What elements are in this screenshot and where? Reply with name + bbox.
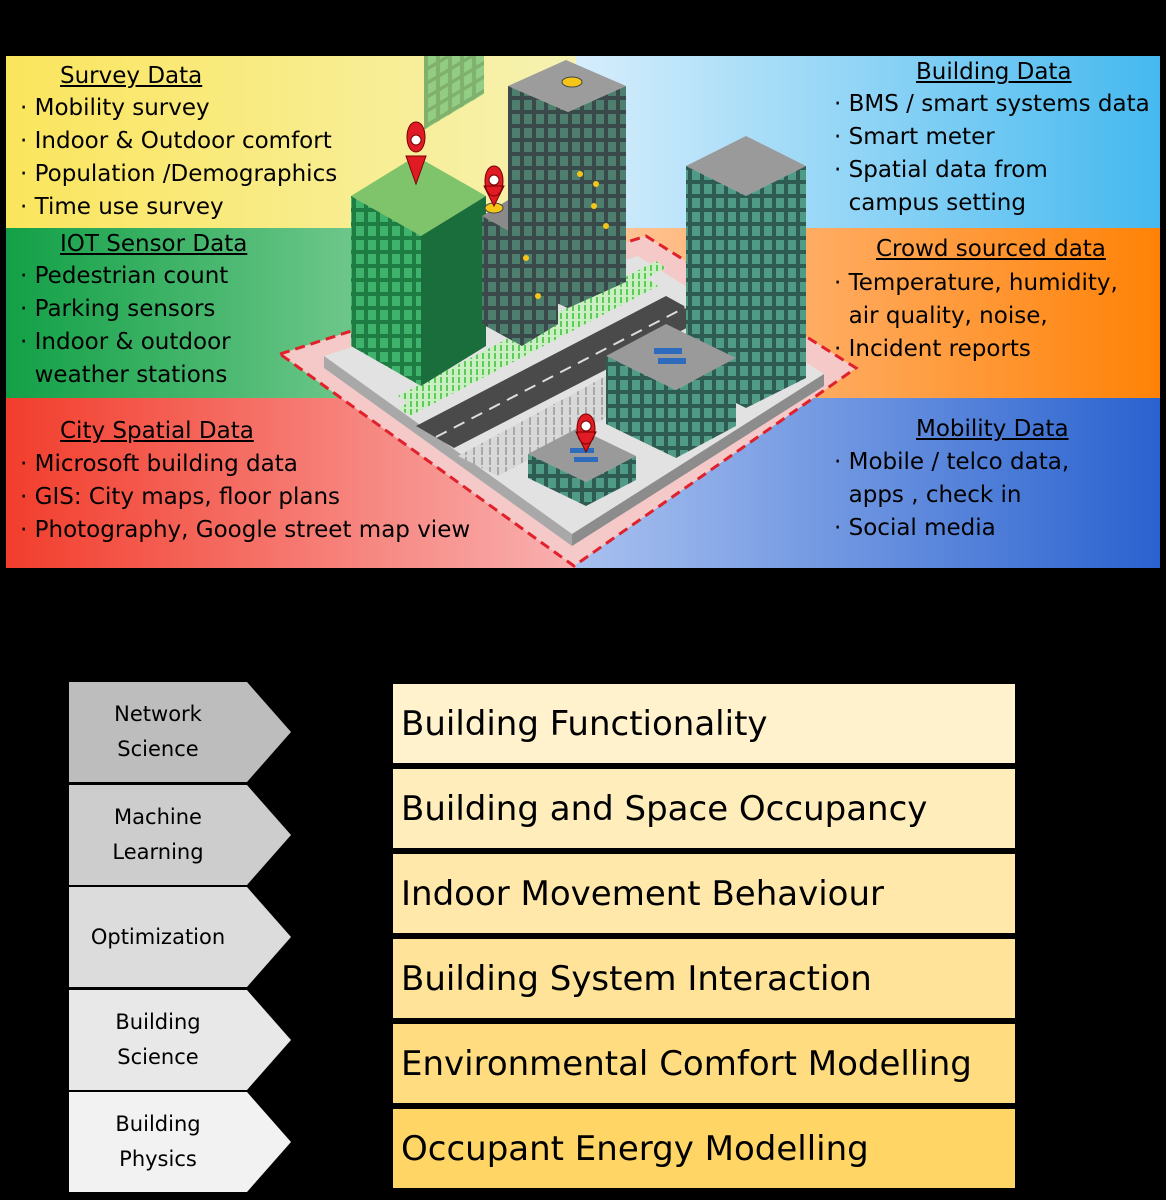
survey-data-title: Survey Data <box>60 63 203 89</box>
low-right-building <box>606 324 736 458</box>
list-item: · Microsoft building data <box>20 451 298 477</box>
chevron-shape <box>69 887 291 987</box>
method-label: Machine Learning <box>112 805 204 864</box>
green-strip <box>398 278 658 416</box>
application-bar: Indoor Movement Behaviour <box>393 854 1015 933</box>
parking-area <box>458 376 646 476</box>
list-item: weather stations <box>20 362 228 388</box>
iot-data-list: · Pedestrian count · Parking sensors · I… <box>20 260 231 392</box>
city-data-list: · Microsoft building data · GIS: City ma… <box>20 448 470 547</box>
mobility-data-list: · Mobile / telco data, apps , check in ·… <box>834 446 1069 545</box>
method-label: Network Science <box>114 702 202 761</box>
list-item: · Indoor & Outdoor comfort <box>20 128 332 154</box>
front-building <box>528 428 636 506</box>
list-item: · Parking sensors <box>20 296 216 322</box>
chevron-shape <box>69 990 291 1090</box>
city-block-illustration <box>276 56 859 568</box>
list-item: · Temperature, humidity, <box>834 270 1118 296</box>
crowd-data-title: Crowd sourced data <box>876 236 1106 262</box>
data-sources-panel: Survey Data · Mobility survey · Indoor &… <box>6 56 1160 568</box>
list-item: · Social media <box>834 515 996 541</box>
chevron-shape <box>69 785 291 885</box>
location-pin-icon <box>405 121 427 186</box>
method-label: Optimization <box>90 924 226 949</box>
list-item: apps , check in <box>834 482 1022 508</box>
list-item: · BMS / smart systems data <box>834 91 1150 117</box>
method-chevron: Network Science <box>69 682 292 782</box>
tall-tower <box>508 60 626 308</box>
crowd-data-list: · Temperature, humidity, air quality, no… <box>834 267 1118 366</box>
method-label: Building Physics <box>115 1112 201 1171</box>
city-data-title: City Spatial Data <box>60 418 254 444</box>
list-item: · Population /Demographics <box>20 161 338 187</box>
chevron-shape <box>69 1092 291 1192</box>
list-item: · Mobile / telco data, <box>834 449 1070 475</box>
location-pin-icon <box>575 413 597 454</box>
green-tower <box>351 56 486 386</box>
method-label: Building Science <box>115 1010 201 1069</box>
list-item: · Smart meter <box>834 124 995 150</box>
application-bar: Environmental Comfort Modelling <box>393 1024 1015 1103</box>
list-item: · Photography, Google street map view <box>20 517 471 543</box>
application-bar: Occupant Energy Modelling <box>393 1109 1015 1188</box>
location-pin-icon <box>483 165 505 208</box>
application-bar: Building System Interaction <box>393 939 1015 1018</box>
list-item: · Incident reports <box>834 336 1031 362</box>
application-bar: Building and Space Occupancy <box>393 769 1015 848</box>
list-item: air quality, noise, <box>834 303 1048 329</box>
chevron-shape <box>69 682 291 782</box>
building-data-title: Building Data <box>916 59 1072 85</box>
building-quadrant-bg <box>576 56 1160 228</box>
list-item: campus setting <box>834 190 1026 216</box>
survey-data-list: · Mobility survey · Indoor & Outdoor com… <box>20 92 337 224</box>
list-item: · GIS: City maps, floor plans <box>20 484 341 510</box>
application-bar: Building Functionality <box>393 684 1015 763</box>
mobility-data-title: Mobility Data <box>916 416 1069 442</box>
building-data-list: · BMS / smart systems data · Smart meter… <box>834 88 1150 220</box>
iot-data-title: IOT Sensor Data <box>60 231 248 257</box>
list-item: · Pedestrian count <box>20 263 229 289</box>
method-chevron: Building Physics <box>69 1092 292 1192</box>
method-chevron: Optimization <box>69 887 292 987</box>
list-item: · Mobility survey <box>20 95 210 121</box>
list-item: · Spatial data from <box>834 157 1048 183</box>
panel-background <box>6 56 1160 568</box>
method-chevron: Building Science <box>69 990 292 1090</box>
method-chevron: Machine Learning <box>69 785 292 885</box>
list-item: · Time use survey <box>20 194 224 220</box>
list-item: · Indoor & outdoor <box>20 329 231 355</box>
